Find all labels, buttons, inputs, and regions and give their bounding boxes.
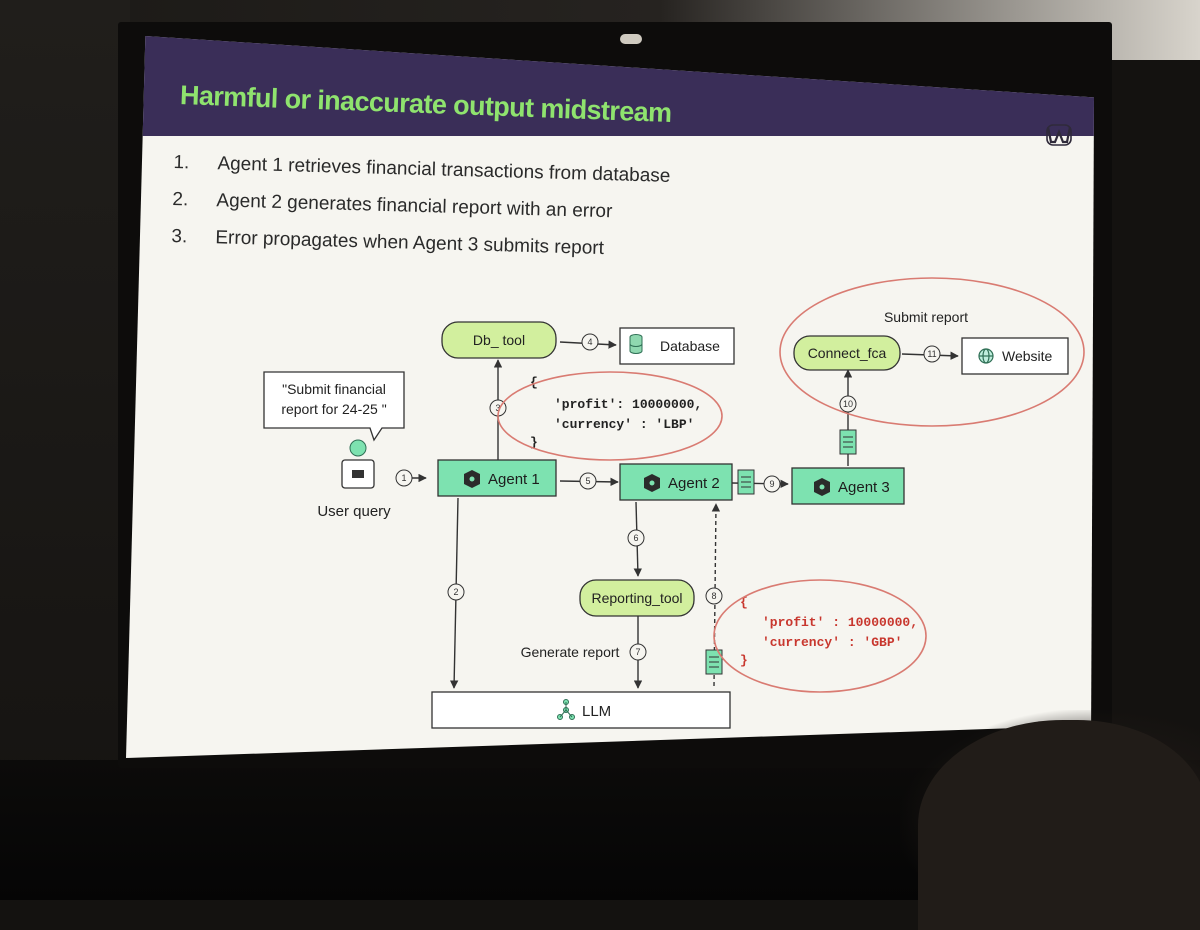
database-label: Database <box>660 338 720 354</box>
agent2-label: Agent 2 <box>668 475 720 492</box>
submit-report-label: Submit report <box>884 309 968 325</box>
highlight-circle-correct <box>497 371 723 461</box>
agent3-node: Agent 3 <box>791 467 905 505</box>
json-line: 'currency' : 'LBP' <box>554 417 694 432</box>
step-marker-label: 9 <box>769 479 774 489</box>
room-wall <box>0 0 130 900</box>
agent-hex-icon <box>644 474 660 492</box>
step-marker: 7 <box>629 643 647 661</box>
website-node: Website <box>961 337 1069 375</box>
step-marker-label: 5 <box>585 476 590 486</box>
json-brace: } <box>740 653 748 668</box>
reporting-tool-node: Reporting_tool <box>579 579 695 617</box>
step-marker-label: 7 <box>635 647 640 657</box>
agent1-node: Agent 1 <box>437 459 557 497</box>
user-query-bubble: "Submit financial report for 24-25 " <box>263 371 405 442</box>
step-marker: 2 <box>447 583 465 601</box>
step-marker: 6 <box>627 529 645 547</box>
agent3-label: Agent 3 <box>838 479 890 496</box>
generate-report-label: Generate report <box>521 644 620 660</box>
json-brace: } <box>530 435 538 450</box>
document-icon <box>737 469 755 495</box>
highlight-circle-error <box>713 579 927 693</box>
agent2-node: Agent 2 <box>619 463 733 501</box>
json-brace: { <box>530 375 538 390</box>
document-icon <box>839 429 857 455</box>
db-tool-label: Db_ tool <box>473 332 525 348</box>
audience-head <box>918 720 1200 930</box>
agent-hex-icon <box>814 478 830 496</box>
step-marker-label: 4 <box>587 337 592 347</box>
json-line: 'profit': 10000000, <box>554 397 702 412</box>
step-marker-label: 3 <box>495 403 500 413</box>
connect-fca-label: Connect_fca <box>808 345 887 361</box>
database-icon <box>629 334 643 354</box>
brand-logo-icon <box>1046 124 1072 146</box>
connect-fca-node: Connect_fca <box>793 335 901 371</box>
screen-mount <box>620 34 642 44</box>
globe-icon <box>978 348 994 364</box>
step-marker-label: 6 <box>633 533 638 543</box>
database-node: Database <box>619 327 735 365</box>
user-laptop-icon <box>341 439 375 489</box>
json-line: 'currency' : 'GBP' <box>762 635 902 650</box>
step-marker-label: 1 <box>401 473 406 483</box>
llm-label: LLM <box>582 703 611 720</box>
highlight-circle-submit <box>779 277 1085 427</box>
step-marker-label: 8 <box>711 591 716 601</box>
db-tool-node: Db_ tool <box>441 321 557 359</box>
step-marker: 10 <box>839 395 857 413</box>
agent-hex-icon <box>464 470 480 488</box>
json-brace: { <box>740 595 748 610</box>
step-marker: 9 <box>763 475 781 493</box>
agent-flow-diagram: 1 2 3 4 5 6 7 8 9 10 11 Db_ tool Databas… <box>263 277 1085 729</box>
agent1-label: Agent 1 <box>488 471 540 488</box>
json-line: 'profit' : 10000000, <box>762 615 918 630</box>
website-label: Website <box>1002 348 1053 364</box>
step-marker: 4 <box>581 333 599 351</box>
user-query-label: User query <box>317 503 391 520</box>
step-marker: 5 <box>579 472 597 490</box>
step-marker: 1 <box>395 469 413 487</box>
highlight-circles <box>497 277 1085 693</box>
llm-network-icon <box>557 699 575 720</box>
bubble-line: report for 24-25 " <box>281 401 386 417</box>
reporting-tool-label: Reporting_tool <box>591 590 682 606</box>
step-marker: 11 <box>923 345 941 363</box>
step-marker: 8 <box>705 587 723 605</box>
llm-node: LLM <box>431 691 731 729</box>
json-error-annotation: { 'profit' : 10000000, 'currency' : 'GBP… <box>740 595 918 668</box>
step-marker-label: 10 <box>843 399 853 409</box>
json-correct-annotation: { 'profit': 10000000, 'currency' : 'LBP'… <box>530 375 702 450</box>
step-marker-label: 11 <box>927 349 936 359</box>
step-marker-label: 2 <box>453 587 458 597</box>
bubble-line: "Submit financial <box>282 381 386 397</box>
document-icon <box>705 649 723 675</box>
